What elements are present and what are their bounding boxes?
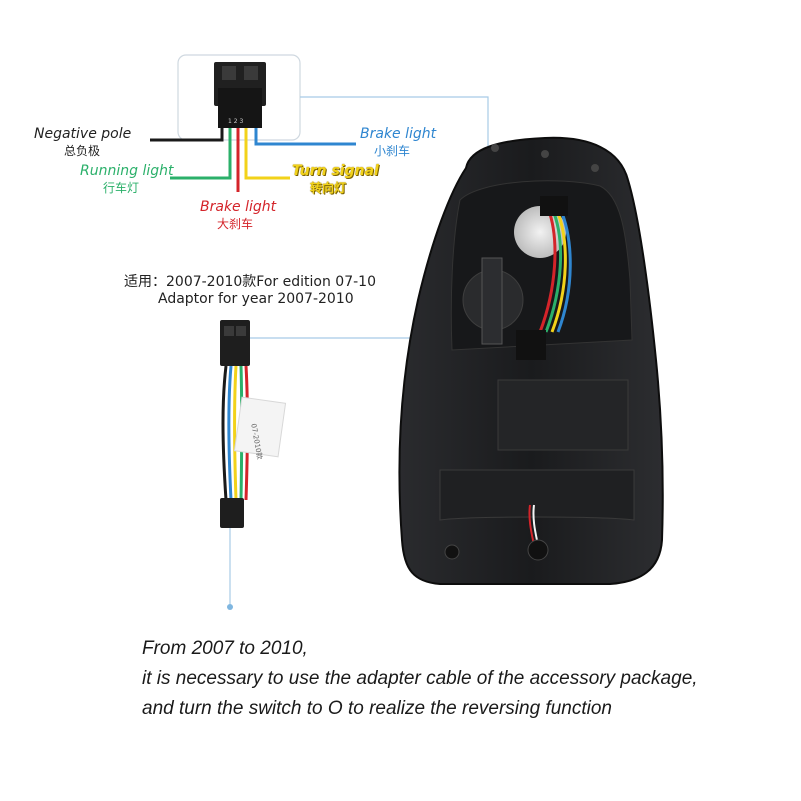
- wire-yellow: [244, 128, 290, 180]
- note-line-2: it is necessary to use the adapter cable…: [142, 668, 698, 689]
- connector-icon: 1 2 3: [214, 62, 266, 128]
- tail-lamp-image: [398, 136, 664, 585]
- turn-signal-cn-label: 转向灯: [310, 181, 347, 195]
- small-brake-light-label: Brake light: [360, 126, 437, 142]
- switch-icon: [527, 539, 549, 561]
- wire-bundle: [150, 128, 356, 192]
- running-light-cn-label: 行车灯: [103, 181, 140, 195]
- brake-light-cn-label: 大刹车: [217, 217, 254, 231]
- wire-green: [170, 128, 232, 180]
- wire-black: [150, 128, 224, 142]
- brake-light-label: Brake light: [200, 199, 277, 215]
- note-line-3: and turn the switch to O to realize the …: [142, 698, 612, 719]
- leader-dot-bottom: [227, 604, 233, 610]
- turn-signal-label: Turn signal: [292, 163, 379, 179]
- wire-blue: [254, 128, 356, 146]
- negative-pole-cn-label: 总负极: [64, 144, 101, 158]
- svg-text:1 2 3: 1 2 3: [228, 118, 243, 125]
- running-light-label: Running light: [80, 163, 174, 179]
- small-brake-light-cn-label: 小刹车: [374, 144, 411, 158]
- note-line-1: From 2007 to 2010,: [142, 638, 308, 659]
- negative-pole-label: Negative pole: [34, 126, 132, 142]
- edition-line-2: Adaptor for year 2007-2010: [158, 291, 354, 307]
- edition-line-1: 适用：2007-2010款For edition 07-10: [124, 274, 376, 290]
- adapter-cable-image: 07-2010款: [220, 320, 287, 528]
